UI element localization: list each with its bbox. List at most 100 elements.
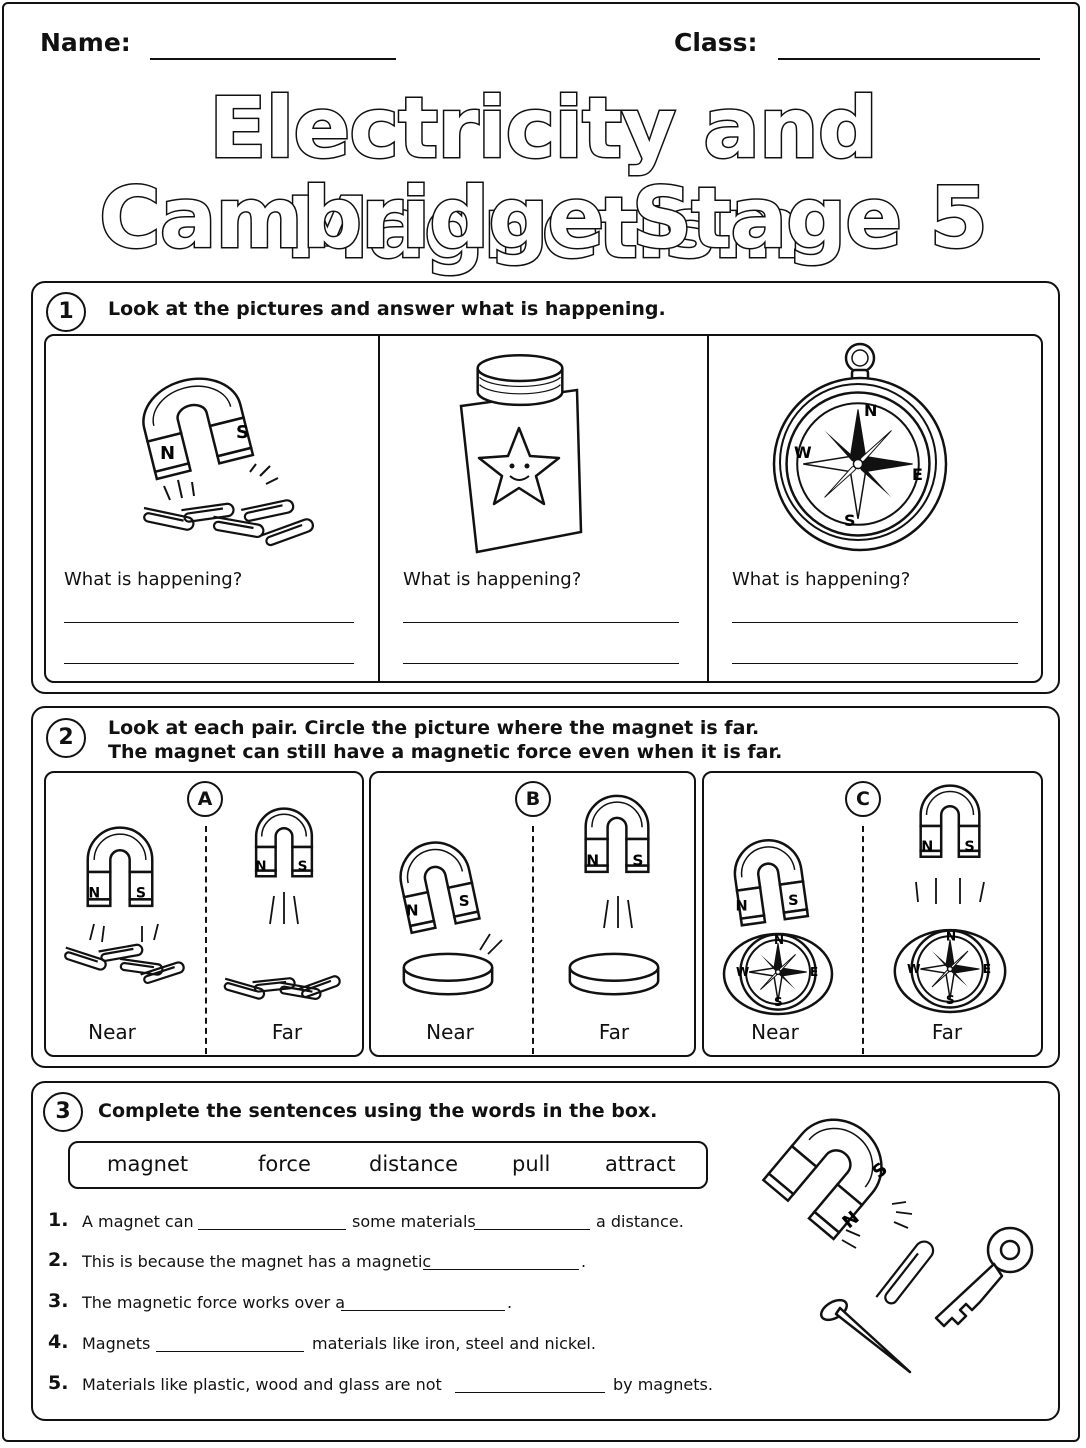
sentence-1-blank-2[interactable] — [474, 1229, 590, 1230]
force-lines-icon — [836, 1200, 916, 1250]
pole-s-label: S — [459, 892, 470, 910]
section-2-instruction-2: The magnet can still have a magnetic for… — [108, 741, 783, 763]
pair-a-panel — [44, 771, 364, 1057]
compass-s-letter: S — [844, 511, 856, 530]
magnet-icon: N S — [919, 784, 981, 858]
pair-a-letter: A — [187, 781, 223, 817]
magnet-icon: N S — [584, 794, 650, 873]
sentence-5-part-2: by magnets. — [613, 1375, 713, 1394]
paperclips-icon — [221, 973, 343, 1001]
pole-n-label: N — [406, 902, 419, 920]
compass-icon: N E S W — [722, 926, 834, 1016]
compass-s-letter: S — [774, 995, 783, 1009]
sentence-1-part-2: some materials — [352, 1212, 476, 1231]
sentence-4-number: 4. — [48, 1331, 69, 1353]
pair-c-near-label: Near — [751, 1020, 799, 1044]
section-2-instruction-1: Look at each pair. Circle the picture wh… — [108, 717, 760, 739]
disc-magnet-icon — [474, 350, 566, 412]
sentence-3-part-2: . — [507, 1293, 513, 1312]
section-2 — [31, 706, 1060, 1068]
pole-s-label: S — [298, 859, 308, 875]
section-3-instruction: Complete the sentences using the words i… — [98, 1100, 658, 1122]
pin-icon — [816, 1292, 916, 1376]
magnet-icon: N S — [86, 826, 154, 907]
pair-c-far-label: Far — [931, 1020, 963, 1044]
word-pull: pull — [512, 1152, 551, 1176]
paperclips-icon — [61, 942, 187, 986]
sentence-3-part-1: The magnetic force works over a — [82, 1293, 346, 1312]
sentence-3-blank-1[interactable] — [341, 1310, 505, 1311]
pole-n-label: N — [921, 839, 933, 855]
magnet-icon: N S — [133, 367, 255, 481]
sentence-1-blank-1[interactable] — [198, 1229, 346, 1230]
pole-s-label: S — [788, 893, 798, 909]
pair-c-panel — [702, 771, 1043, 1057]
compass-w-letter: W — [907, 962, 921, 976]
section-1-number: 1 — [46, 292, 86, 332]
answer-line[interactable] — [732, 622, 1018, 623]
section-2-number: 2 — [46, 718, 86, 758]
pair-b-panel — [369, 771, 696, 1057]
section-1-panels — [44, 334, 1043, 683]
paper-star-icon — [455, 348, 585, 558]
name-line[interactable] — [150, 58, 396, 60]
sentence-5-number: 5. — [48, 1372, 69, 1394]
pole-n-label: N — [255, 859, 266, 875]
force-lines-icon — [476, 930, 506, 956]
answer-line[interactable] — [64, 663, 354, 664]
sentence-3-number: 3. — [48, 1290, 69, 1312]
pair-a-near-label: Near — [88, 1020, 136, 1044]
magnet-icon: N S — [392, 834, 481, 934]
pole-n-label: N — [735, 899, 747, 915]
panel-2-question: What is happening? — [403, 569, 582, 590]
section-3-number: 3 — [43, 1092, 83, 1132]
sentence-4-part-1: Magnets — [82, 1334, 151, 1353]
magnet-icon: N S — [255, 807, 313, 878]
answer-line[interactable] — [403, 622, 679, 623]
name-label: Name: — [40, 28, 131, 57]
class-line[interactable] — [778, 58, 1040, 60]
force-lines-icon — [84, 920, 164, 944]
sentence-1-part-3: a distance. — [596, 1212, 684, 1231]
pole-s-label: S — [236, 422, 249, 443]
answer-line[interactable] — [403, 663, 679, 664]
word-box — [68, 1141, 708, 1189]
sentence-1-number: 1. — [48, 1209, 69, 1231]
sentence-4-blank-1[interactable] — [156, 1351, 304, 1352]
word-magnet: magnet — [107, 1152, 189, 1176]
compass-n-letter: N — [946, 929, 956, 943]
compass-s-letter: S — [946, 993, 955, 1007]
compass-w-letter: W — [794, 443, 812, 462]
compass-w-letter: W — [736, 965, 749, 979]
class-label: Class: — [674, 28, 758, 57]
panel-1-question: What is happening? — [64, 569, 243, 590]
force-lines-icon — [596, 892, 640, 932]
pair-divider — [205, 826, 207, 1054]
sentence-2-blank-1[interactable] — [423, 1269, 579, 1270]
panel-divider — [707, 335, 709, 682]
force-lines-icon — [262, 888, 306, 928]
answer-line[interactable] — [64, 622, 354, 623]
force-lines-icon — [160, 462, 280, 502]
section-3 — [31, 1081, 1060, 1421]
compass-icon: N E S W — [892, 922, 1008, 1014]
pole-n-label: N — [88, 886, 100, 902]
pair-b-near-label: Near — [426, 1020, 474, 1044]
word-attract: attract — [605, 1152, 676, 1176]
section-1-instruction: Look at the pictures and answer what is … — [108, 298, 666, 320]
sentence-2-part-1: This is because the magnet has a magneti… — [82, 1252, 432, 1271]
panel-3-question: What is happening? — [732, 569, 911, 590]
pole-s-label: S — [632, 851, 643, 869]
magnet-icon: N S — [729, 834, 810, 927]
disc-magnet-icon — [402, 952, 494, 996]
sentence-5-blank-1[interactable] — [455, 1392, 605, 1393]
sentence-1-part-1: A magnet can — [82, 1212, 194, 1231]
sentence-2-part-2: . — [581, 1252, 587, 1271]
compass-e-letter: E — [983, 962, 991, 976]
sentence-4-part-2: materials like iron, steel and nickel. — [312, 1334, 596, 1353]
sentence-5-part-1: Materials like plastic, wood and glass a… — [82, 1375, 442, 1394]
compass-n-letter: N — [774, 933, 784, 947]
answer-line[interactable] — [732, 663, 1018, 664]
pole-s-label: S — [964, 839, 974, 855]
